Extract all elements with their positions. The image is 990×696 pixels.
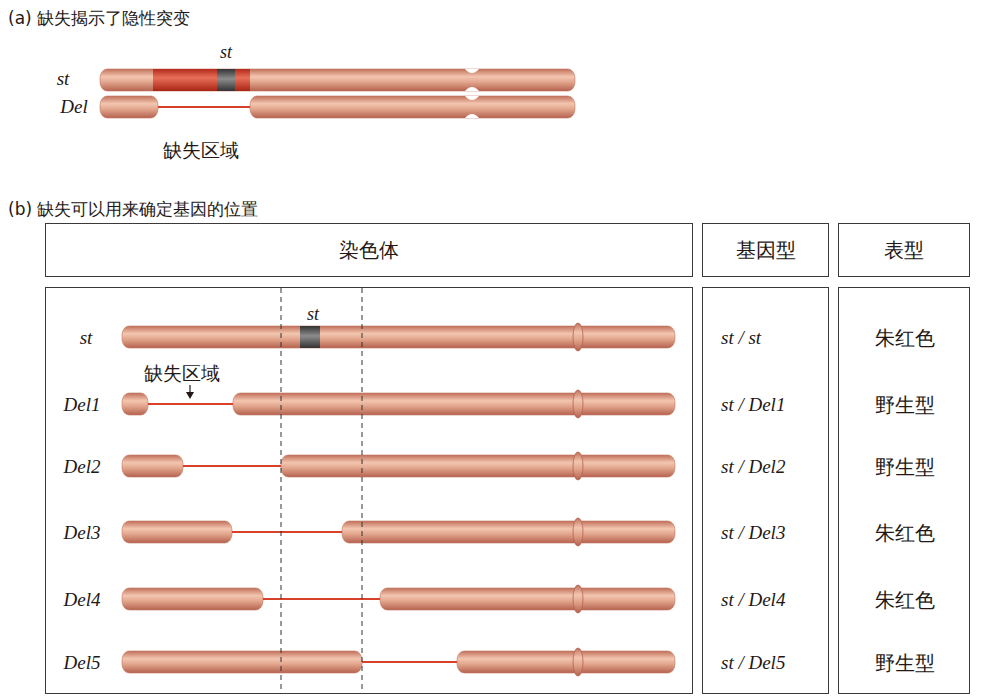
centromere-notch — [465, 69, 479, 73]
centromere — [573, 390, 583, 418]
chromosome-segment — [122, 588, 263, 610]
chromosome-segment — [122, 521, 232, 543]
header-text: 基因型 — [736, 238, 796, 262]
chromosome-segment — [457, 651, 675, 673]
chromosome-label: st — [220, 42, 232, 64]
header-text: 表型 — [884, 238, 924, 262]
chromosome-segment — [250, 96, 575, 118]
genotype-cell: st / Del4 — [721, 589, 785, 612]
row-label: Del4 — [64, 589, 101, 612]
row-label: Del2 — [64, 456, 101, 479]
row-label: Del5 — [64, 652, 101, 675]
genotype-cell: st / Del2 — [721, 456, 785, 479]
centromere — [573, 518, 583, 546]
chromosome-segment — [122, 651, 362, 673]
dashed-boundary — [281, 288, 282, 694]
centromere — [573, 323, 583, 351]
chromosome-segment — [380, 588, 675, 610]
column-header: 表型 — [838, 223, 970, 277]
phenotype-panel: 朱红色野生型野生型朱红色朱红色野生型 — [838, 287, 970, 694]
deleted-region-line — [362, 661, 457, 663]
genotype-cell: st / Del5 — [721, 652, 785, 675]
deleted-region-line — [148, 403, 233, 405]
genotype-cell: st / st — [721, 327, 761, 350]
leader-line — [189, 385, 190, 393]
phenotype-cell: 野生型 — [875, 393, 935, 417]
gene-locus — [300, 326, 320, 348]
deleted-region-line — [232, 531, 342, 533]
centromere-notch — [465, 87, 479, 91]
header-text: 染色体 — [339, 238, 399, 262]
panel-heading: (b) 缺失可以用来确定基因的位置 — [8, 199, 258, 219]
callout-label: 缺失区域 — [144, 362, 220, 385]
column-header: 基因型 — [702, 223, 829, 277]
chromosome-segment — [100, 96, 158, 118]
chromosome-segment — [122, 455, 183, 477]
centromere — [573, 648, 583, 676]
centromere — [573, 452, 583, 480]
genotype-cell: st / Del3 — [721, 522, 785, 545]
chromosome-segment — [122, 326, 675, 348]
centromere-notch — [465, 96, 479, 100]
gene-locus — [217, 69, 235, 91]
chromosome-segment — [122, 393, 148, 415]
phenotype-cell: 朱红色 — [875, 588, 935, 612]
centromere — [573, 585, 583, 613]
column-header: 染色体 — [45, 223, 693, 277]
chromosome-panel: st st 缺失区域 Del1Del2Del3Del4Del5 — [45, 287, 693, 694]
panel-heading: (a) 缺失揭示了隐性突变 — [8, 8, 190, 28]
dashed-boundary — [362, 288, 363, 694]
chromosome-segment — [233, 393, 675, 415]
chromosome-segment — [100, 69, 575, 91]
row-label: st — [80, 327, 93, 350]
genotype-cell: st / Del1 — [721, 394, 785, 417]
phenotype-cell: 野生型 — [875, 651, 935, 675]
leader-arrowhead — [186, 392, 194, 399]
phenotype-cell: 野生型 — [875, 455, 935, 479]
chromosome-label: Del — [60, 96, 87, 119]
deleted-region-line — [158, 106, 250, 108]
gene-label: st — [307, 304, 319, 326]
phenotype-cell: 朱红色 — [875, 521, 935, 545]
chromosome-label: st — [57, 68, 70, 91]
deleted-region-line — [183, 465, 281, 467]
genotype-panel: st / st st / Del1 st / Del2 st / Del3 st / D… — [702, 287, 829, 694]
row-label: Del1 — [64, 394, 101, 417]
phenotype-cell: 朱红色 — [875, 326, 935, 350]
centromere-notch — [465, 114, 479, 118]
row-label: Del3 — [64, 522, 101, 545]
deleted-region-highlight — [153, 69, 250, 91]
chromosome-segment — [342, 521, 675, 543]
chromosome-segment — [281, 455, 675, 477]
chromosome-label: 缺失区域 — [163, 139, 239, 162]
